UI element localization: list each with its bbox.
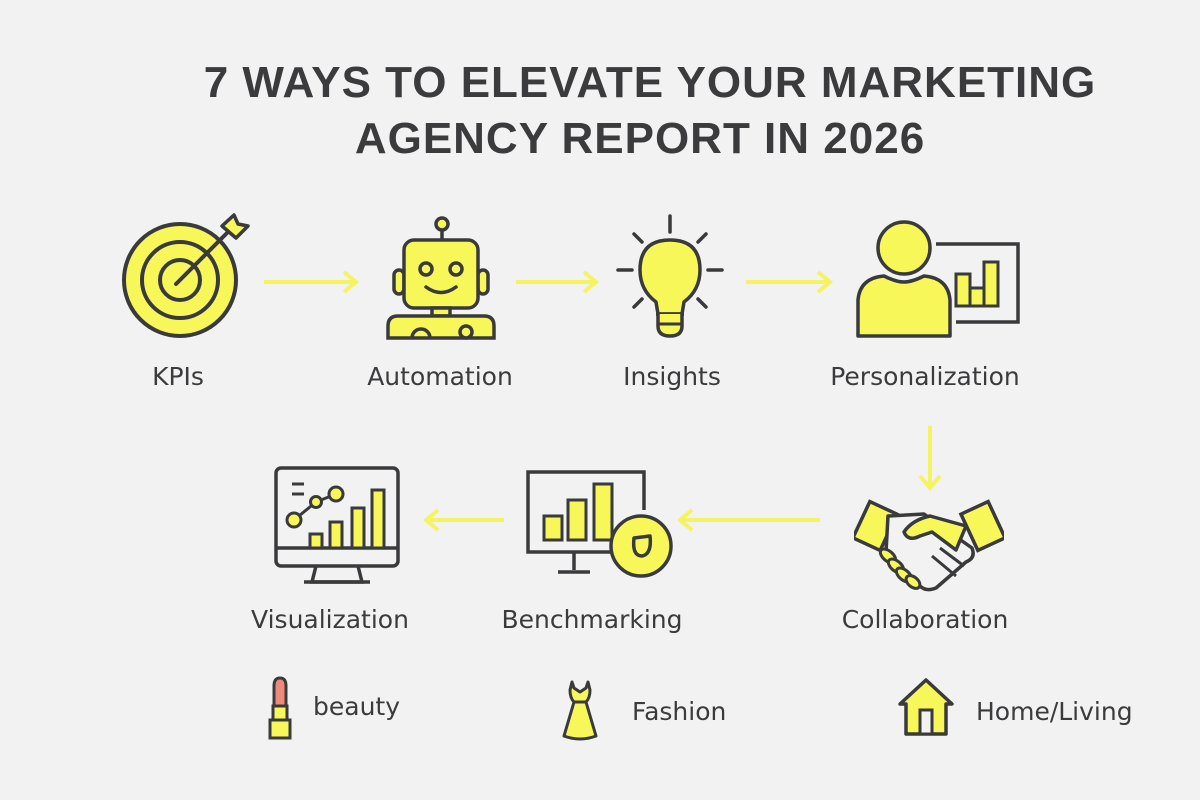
step-label-collaboration: Collaboration [841,605,1009,634]
handshake-icon [854,499,1004,592]
robot-icon [386,216,496,340]
step-label-personalization: Personalization [830,362,1020,391]
arrow-right-icon [516,270,600,294]
title-line-2: AGENCY REPORT IN 2026 [354,114,926,163]
category-label-beauty: beauty [313,692,401,721]
step-label-benchmarking: Benchmarking [501,605,683,634]
title-line-1: 7 WAYS TO ELEVATE YOUR MARKETING [203,58,1097,107]
arrow-right-icon [746,270,834,294]
step-label-kpis: KPIs [152,362,204,391]
arrow-right-icon [264,270,360,294]
person-chart-icon [856,220,1020,338]
step-label-insights: Insights [623,362,721,391]
category-label-home-living: Home/Living [976,697,1133,726]
monitor-chart-icon [274,466,400,584]
monitor-badge-icon [526,470,673,578]
category-label-fashion: Fashion [632,697,727,726]
arrow-down-icon [918,426,942,492]
target-icon [122,213,250,338]
lipstick-icon [268,676,292,740]
arrow-left-icon [676,508,820,532]
house-icon [898,678,954,736]
lightbulb-icon [616,214,724,338]
step-label-automation: Automation [367,362,513,391]
arrow-left-icon [422,508,504,532]
step-label-visualization: Visualization [251,605,409,634]
dress-icon [562,680,598,741]
